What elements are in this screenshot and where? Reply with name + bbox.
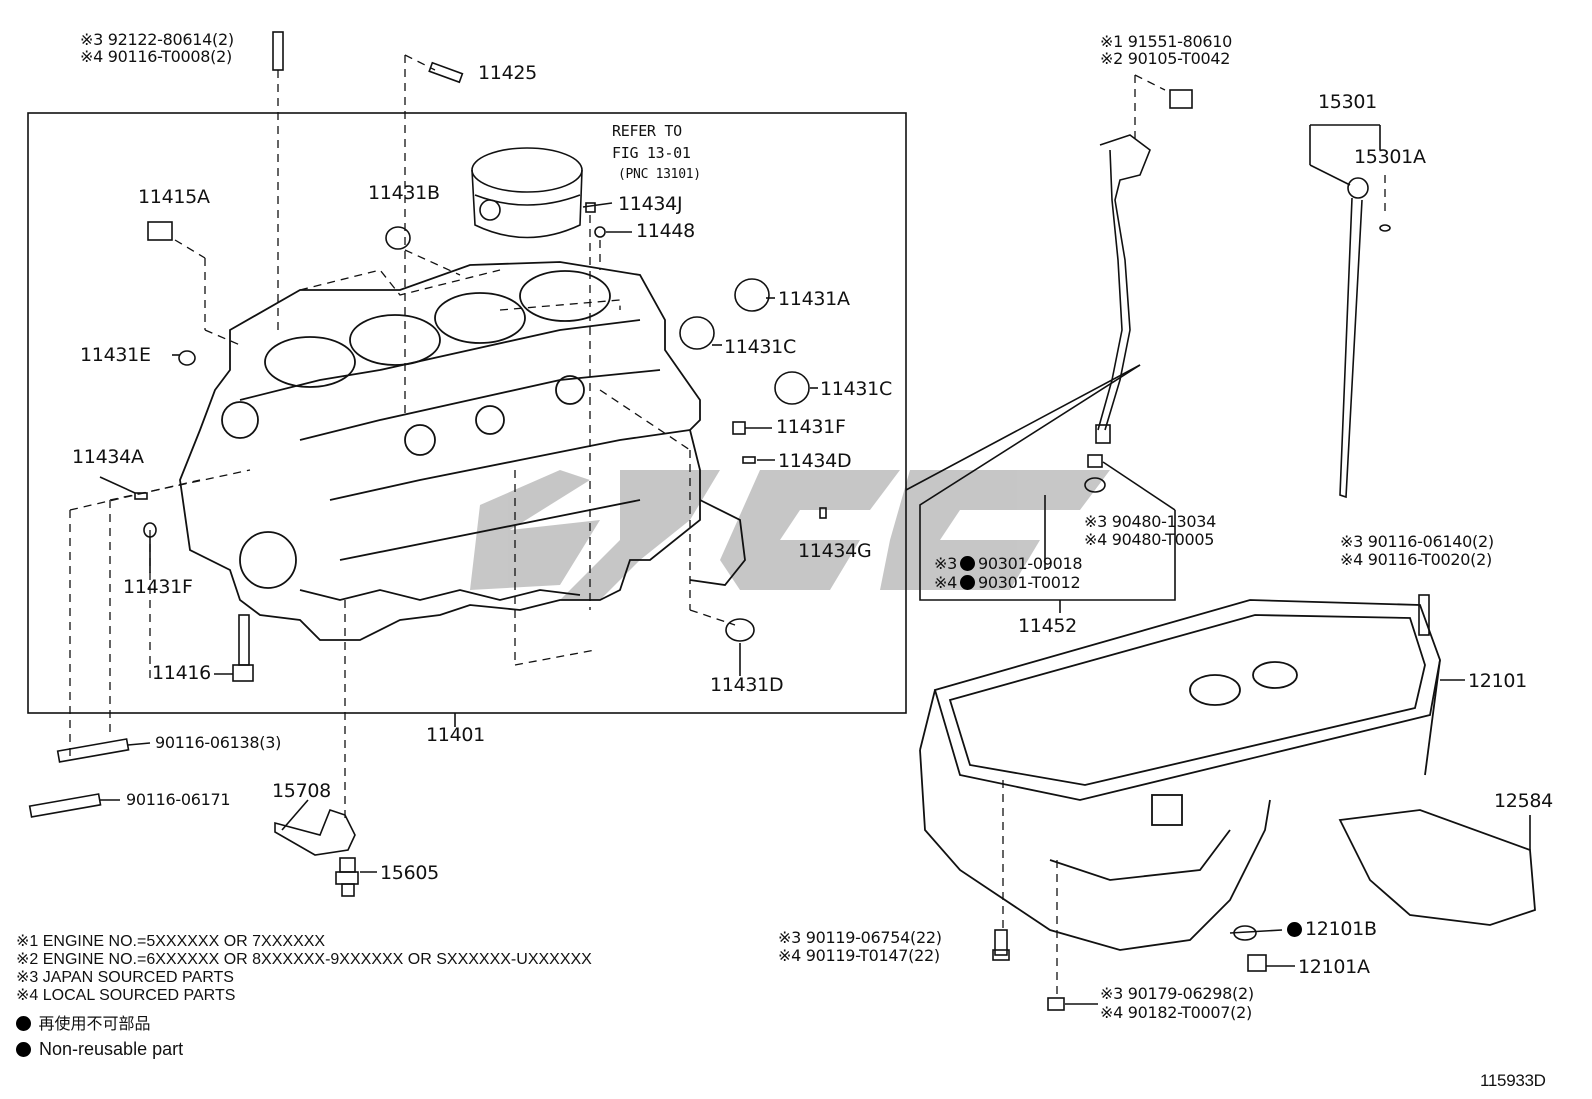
label-11431B: 11431B xyxy=(368,182,440,204)
label-90119-06754: ※3 90119-06754(22) xyxy=(778,928,942,947)
label-11434A: 11434A xyxy=(72,446,144,468)
label-11434G: 11434G xyxy=(798,540,872,562)
legend-en-text: Non-reusable part xyxy=(39,1039,184,1059)
label-11452: 11452 xyxy=(1018,615,1077,637)
label-11434D: 11434D xyxy=(778,450,852,472)
cylinder-block-frame xyxy=(27,112,907,714)
label-11415A: 11415A xyxy=(138,186,210,208)
dipstick-guide-frame xyxy=(919,364,1176,601)
baffle-plate-illustration xyxy=(1338,809,1536,926)
non-reusable-dot-icon xyxy=(16,1016,31,1031)
dipstick-illustration xyxy=(1309,124,1391,499)
label-15301A: 15301A xyxy=(1354,146,1426,168)
label-12101B-text: 12101B xyxy=(1305,918,1377,940)
label-fig-13-01: FIG 13-01 xyxy=(612,144,691,162)
label-90301-09018-text: 90301-09018 xyxy=(978,554,1083,573)
non-reusable-dot-icon xyxy=(16,1042,31,1057)
watermark-logo xyxy=(470,470,1110,600)
legend-non-reusable-en: Non-reusable part xyxy=(16,1040,183,1058)
label-11431A: 11431A xyxy=(778,288,850,310)
label-92122-80614: ※3 92122-80614(2) xyxy=(80,30,234,49)
legend-non-reusable-jp: 再使用不可部品 xyxy=(16,1016,150,1033)
engine-block-illustration xyxy=(179,261,746,641)
note-engine-no-2: ※2 ENGINE NO.=6XXXXXX OR 8XXXXXX-9XXXXXX… xyxy=(16,951,592,968)
label-90116-T0020: ※4 90116-T0020(2) xyxy=(1340,550,1492,569)
local-sourced-mark: ※4 xyxy=(934,573,957,592)
stud-bolt-top xyxy=(272,31,284,71)
label-90116-06171: 90116-06171 xyxy=(126,790,231,809)
label-11431C-upper: 11431C xyxy=(724,336,796,358)
label-11431D: 11431D xyxy=(710,674,784,696)
dipstick-guide-illustration xyxy=(1095,89,1193,444)
label-pnc-13101: (PNC 13101) xyxy=(618,167,701,182)
label-90116-06138: 90116-06138(3) xyxy=(155,733,282,752)
label-12584: 12584 xyxy=(1494,790,1553,812)
label-11401: 11401 xyxy=(426,724,485,746)
label-90119-T0147: ※4 90119-T0147(22) xyxy=(778,946,940,965)
note-japan-sourced: ※3 JAPAN SOURCED PARTS xyxy=(16,969,234,986)
label-90480-13034: ※3 90480-13034 xyxy=(1084,512,1217,531)
label-12101: 12101 xyxy=(1468,670,1527,692)
label-90105-T0042: ※2 90105-T0042 xyxy=(1100,49,1231,68)
label-11431E: 11431E xyxy=(80,344,151,366)
label-12101A: 12101A xyxy=(1298,956,1370,978)
legend-jp-text: 再使用不可部品 xyxy=(38,1016,151,1033)
note-local-sourced: ※4 LOCAL SOURCED PARTS xyxy=(16,987,236,1004)
label-11431F-left: 11431F xyxy=(123,576,193,598)
label-90301-T0012-text: 90301-T0012 xyxy=(978,573,1081,592)
label-11431F-right: 11431F xyxy=(776,416,846,438)
label-90116-06140: ※3 90116-06140(2) xyxy=(1340,532,1494,551)
label-15605: 15605 xyxy=(380,862,439,884)
label-11425: 11425 xyxy=(478,62,537,84)
label-refer-to: REFER TO xyxy=(612,122,682,140)
stud-bolt-90116-06138 xyxy=(56,738,130,763)
label-90480-T0005: ※4 90480-T0005 xyxy=(1084,530,1215,549)
label-90179-06298: ※3 90179-06298(2) xyxy=(1100,984,1254,1003)
japan-sourced-mark: ※3 xyxy=(934,554,957,573)
label-90301-09018: ※3 90301-09018 xyxy=(934,554,1083,573)
non-reusable-dot-icon xyxy=(1287,922,1302,937)
label-90182-T0007: ※4 90182-T0007(2) xyxy=(1100,1003,1252,1022)
stud-bolt-90116-06171 xyxy=(28,793,102,818)
figure-id: 115933D xyxy=(1480,1071,1546,1090)
label-15301: 15301 xyxy=(1318,91,1377,113)
label-12101B: 12101B xyxy=(1284,920,1377,939)
label-15708: 15708 xyxy=(272,780,331,802)
piston-illustration xyxy=(471,147,583,239)
label-90116-T0008: ※4 90116-T0008(2) xyxy=(80,47,232,66)
non-reusable-dot-icon xyxy=(960,556,975,571)
bracket-15708-illustration xyxy=(274,809,356,856)
label-90301-T0012: ※4 90301-T0012 xyxy=(934,573,1081,592)
label-11434J: 11434J xyxy=(618,193,683,215)
label-11448: 11448 xyxy=(636,220,695,242)
label-11431C-lower: 11431C xyxy=(820,378,892,400)
oil-pan-illustration xyxy=(919,599,1441,951)
label-11416: 11416 xyxy=(152,662,211,684)
note-engine-no-1: ※1 ENGINE NO.=5XXXXXX OR 7XXXXXX xyxy=(16,933,326,950)
label-91551-80610: ※1 91551-80610 xyxy=(1100,32,1233,51)
non-reusable-dot-icon xyxy=(960,575,975,590)
